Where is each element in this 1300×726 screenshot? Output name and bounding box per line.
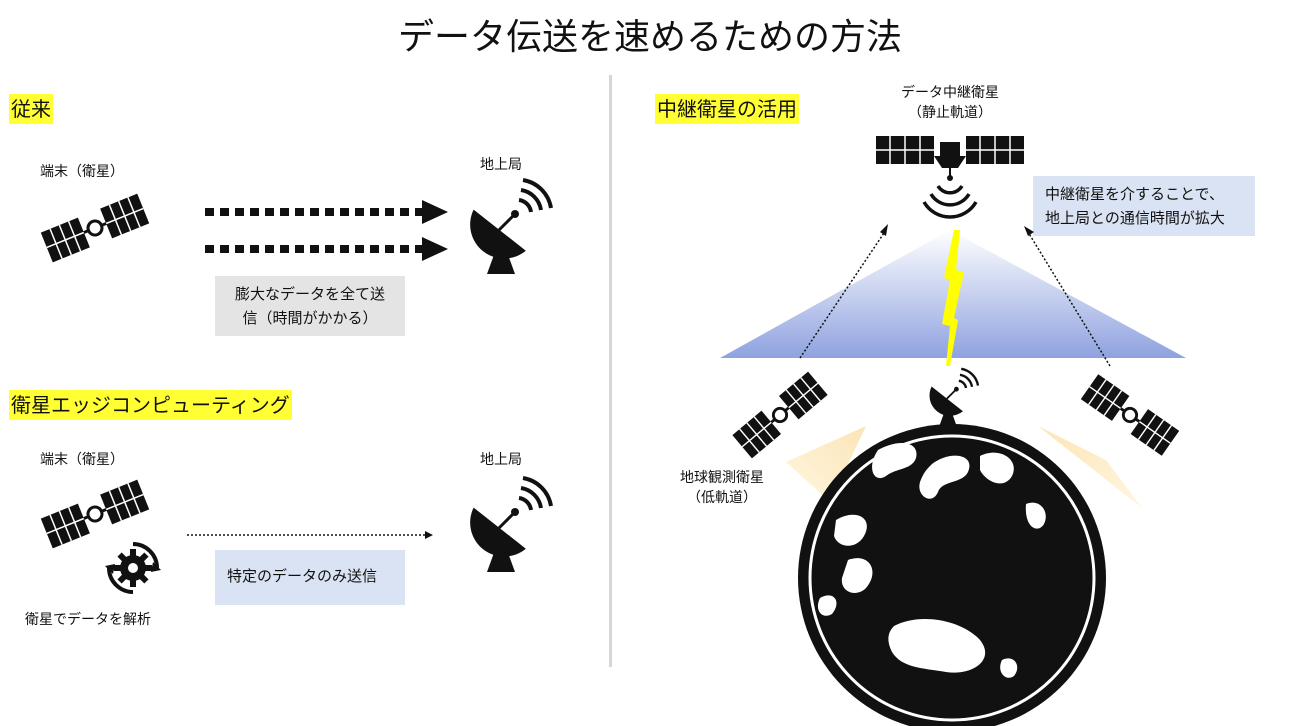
- observation-satellite-label: 地球観測衛星 （低軌道）: [662, 468, 782, 508]
- relay-note: 中継衛星を介することで、 地上局との通信時間が拡大: [1033, 176, 1255, 236]
- page-title: データ伝送を速めるための方法: [397, 17, 902, 58]
- heading-traditional: 従来: [9, 94, 53, 124]
- observation-beam-left: [786, 426, 866, 502]
- relay-scene: [720, 136, 1186, 726]
- observer-label-line2: （低軌道）: [687, 490, 757, 506]
- edge-note: 特定のデータのみ送信: [215, 550, 405, 605]
- station-label-edge: 地上局: [480, 452, 522, 468]
- analysis-label: 衛星でデータを解析: [25, 612, 151, 628]
- heading-edge-computing: 衛星エッジコンピューティング: [9, 390, 292, 420]
- satellite-icon: [39, 478, 151, 550]
- section-divider: [609, 75, 612, 667]
- observation-beam-right: [1038, 426, 1142, 508]
- lightning-icon: [942, 230, 964, 366]
- terminal-label: 端末（衛星）: [40, 164, 124, 180]
- earth-globe-icon: [798, 424, 1106, 726]
- relay-label-line2: （静止軌道）: [908, 105, 992, 121]
- gear-cycle-icon: [105, 542, 161, 594]
- relay-note-line2: 地上局との通信時間が拡大: [1045, 209, 1225, 227]
- data-transfer-arrows: [205, 200, 448, 261]
- observer-label-line1: 地球観測衛星: [680, 470, 764, 486]
- station-label: 地上局: [480, 157, 522, 173]
- dish-antenna-icon: [926, 367, 980, 427]
- dish-antenna-icon: [465, 178, 553, 276]
- relay-satellite-icon: [876, 136, 1024, 181]
- traditional-note-line1: 膨大なデータを全て送: [234, 285, 385, 303]
- signal-waves-icon: [922, 184, 978, 219]
- relay-label-line1: データ中継衛星: [901, 85, 999, 101]
- satellite-icon: [1079, 372, 1181, 458]
- traditional-note: 膨大なデータを全て送 信（時間がかかる）: [215, 276, 405, 336]
- traditional-note-line2: 信（時間がかかる）: [242, 309, 378, 327]
- selective-transfer-arrow: [187, 531, 433, 539]
- satellite-icon: [39, 192, 151, 264]
- relay-satellite-label: データ中継衛星 （静止軌道）: [880, 83, 1020, 123]
- satellite-icon: [730, 370, 830, 460]
- dish-antenna-icon: [465, 476, 553, 574]
- uplink-arrows: [799, 224, 1111, 367]
- terminal-label-edge: 端末（衛星）: [40, 452, 124, 468]
- relay-note-line1: 中継衛星を介することで、: [1045, 185, 1224, 203]
- heading-relay-satellite: 中継衛星の活用: [655, 94, 799, 124]
